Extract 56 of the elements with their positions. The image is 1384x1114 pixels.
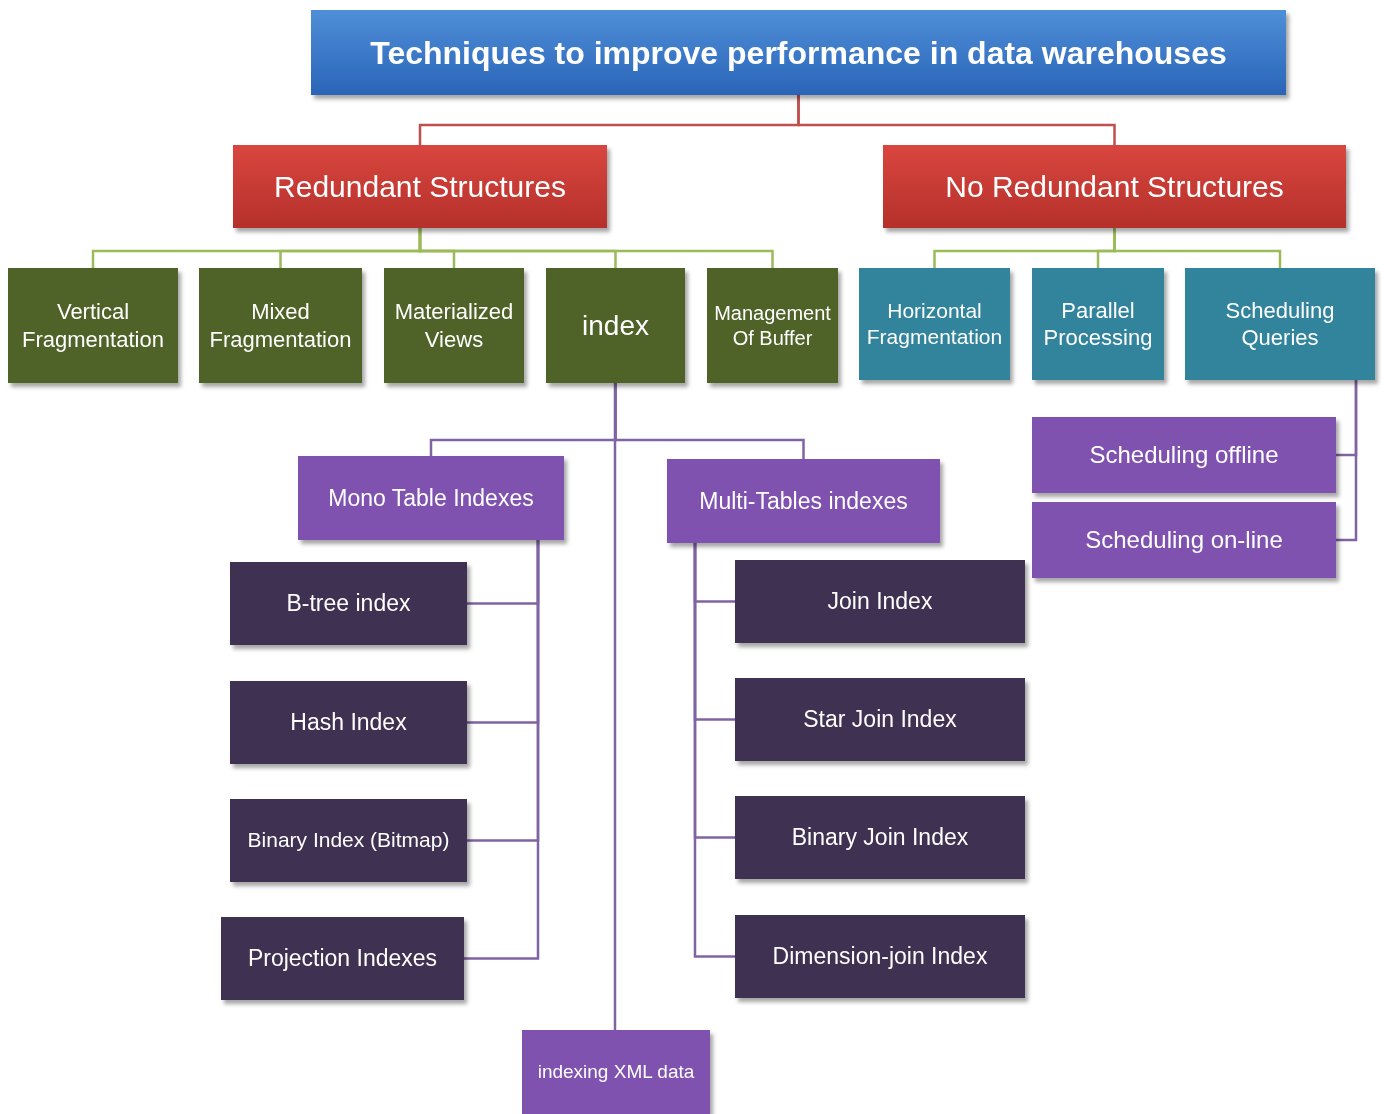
box-label: Techniques to improve performance in data warehouses (370, 33, 1227, 73)
box-label: Horizontal Fragmentation (865, 297, 1004, 350)
box-label: Multi-Tables indexes (699, 486, 908, 516)
box-label: Mono Table Indexes (328, 483, 534, 513)
technique-box (8, 268, 178, 383)
box-label: Materialized Views (393, 298, 515, 353)
index-type-box (230, 562, 467, 645)
box-label: Binary Index (Bitmap) (247, 827, 450, 854)
box-label: No Redundant Structures (945, 168, 1284, 205)
box-label: Mixed Fragmentation (208, 298, 353, 353)
category-box (883, 145, 1346, 228)
box-label: Parallel Processing (1042, 296, 1154, 352)
subtype-box (298, 456, 564, 540)
index-type-box (230, 799, 467, 882)
technique-box (1032, 268, 1164, 380)
box-label: B-tree index (286, 589, 411, 618)
box-label: Management Of Buffer (713, 300, 832, 351)
technique-box (199, 268, 362, 383)
technique-box (546, 268, 685, 383)
box-label: indexing XML data (537, 1060, 695, 1084)
box-label: Hash Index (290, 708, 407, 737)
technique-box (859, 268, 1010, 380)
connector-line (1113, 228, 1282, 268)
connector-line (693, 543, 735, 958)
box-label: Star Join Index (803, 705, 957, 734)
index-type-box (735, 560, 1025, 643)
connector-line (418, 228, 774, 268)
connector-line (1336, 380, 1358, 542)
subtype-box (522, 1030, 710, 1114)
connector-line (614, 383, 805, 459)
box-label: Scheduling on-line (1085, 525, 1283, 555)
box-label: Redundant Structures (274, 168, 566, 205)
box-label: Projection Indexes (247, 944, 438, 973)
subtype-box (1032, 502, 1336, 578)
box-label: index (582, 309, 649, 343)
box-label: Scheduling Queries (1224, 296, 1336, 352)
box-label: Vertical Fragmentation (21, 298, 165, 353)
box-label: Join Index (827, 587, 933, 616)
technique-box (384, 268, 524, 383)
category-box (233, 145, 607, 228)
connector-line (797, 95, 1116, 145)
box-label: Scheduling offline (1089, 440, 1279, 470)
index-type-box (735, 678, 1025, 761)
subtype-box (1032, 417, 1336, 493)
index-type-box (230, 681, 467, 764)
index-type-box (735, 915, 1025, 998)
index-type-box (221, 917, 464, 1000)
index-type-box (735, 796, 1025, 879)
box-label: Binary Join Index (791, 823, 969, 852)
technique-box (707, 268, 838, 383)
title-box (311, 10, 1286, 95)
connector-line (613, 383, 617, 1030)
box-label: Dimension-join Index (772, 942, 988, 971)
subtype-box (667, 459, 940, 543)
connector-line (464, 540, 540, 960)
technique-box (1185, 268, 1375, 380)
